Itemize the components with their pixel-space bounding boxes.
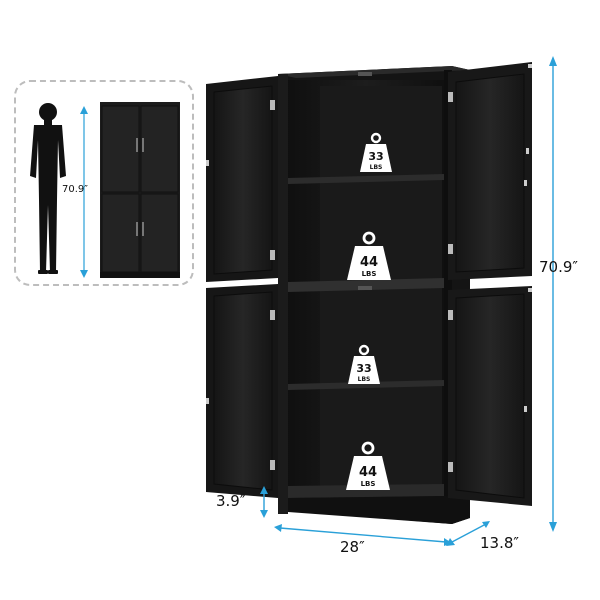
weight-unit: LBS [370,164,383,171]
weight-badge-3: 33 LBS [348,344,380,384]
door-left-lower [206,284,278,498]
door-right-lower [448,286,532,506]
man-silhouette [30,103,66,274]
inset-height-arrow [80,106,88,278]
height-label: 70.9″ [539,258,579,276]
weight-value: 33 [368,150,383,163]
weight-unit: LBS [362,270,377,278]
main-cabinet [278,66,470,524]
weight-badge-2: 44 LBS [347,231,391,280]
base-height-label: 3.9″ [216,492,246,510]
weight-value: 44 [359,465,377,480]
inset-height-label: 70.9″ [62,184,89,195]
shelves [288,174,444,498]
weight-unit: LBS [358,376,371,383]
door-left-upper [206,76,278,282]
inset-frame [14,80,194,286]
weight-unit: LBS [361,480,376,488]
weight-badge-4: 44 LBS [346,441,390,490]
inset-cabinet [100,102,180,278]
weight-value: 44 [360,255,378,270]
weight-badge-1: 33 LBS [360,132,392,172]
cabinet-doors [206,62,532,506]
depth-label: 13.8″ [480,534,520,552]
width-label: 28″ [340,538,365,556]
height-dimension-line [549,56,557,532]
door-right-upper [448,62,532,280]
depth-dimension-line [446,521,490,546]
size-comparison-inset [30,102,180,278]
base-height-dimension-line [260,486,268,518]
weight-value: 33 [356,362,371,375]
